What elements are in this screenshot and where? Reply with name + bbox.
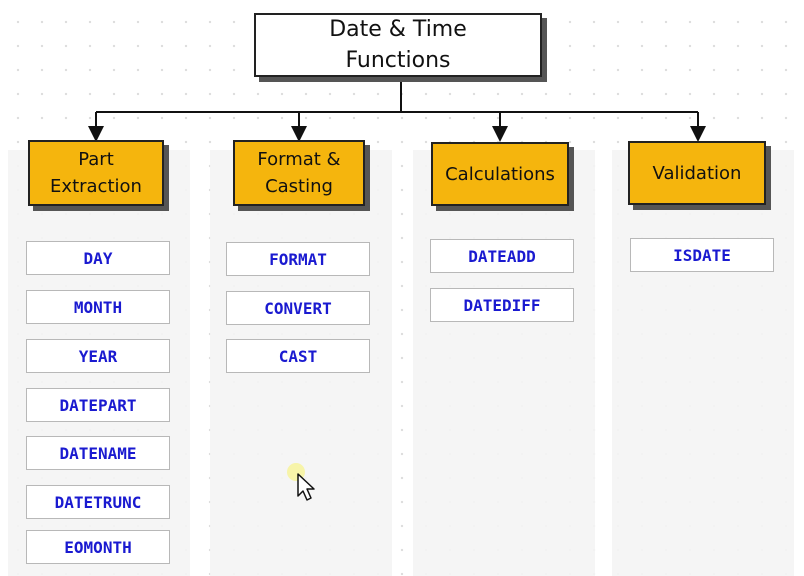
column-background-calculations xyxy=(413,150,595,576)
function-datepart[interactable]: DATEPART xyxy=(26,388,170,422)
function-day[interactable]: DAY xyxy=(26,241,170,275)
function-datediff[interactable]: DATEDIFF xyxy=(430,288,574,322)
function-cast[interactable]: CAST xyxy=(226,339,370,373)
column-background-validation xyxy=(612,150,794,576)
function-year[interactable]: YEAR xyxy=(26,339,170,373)
category-format-casting: Format & Casting xyxy=(233,140,365,206)
category-label-line1: Validation xyxy=(652,162,742,184)
root-title-line1: Date & Time xyxy=(329,17,467,42)
category-validation: Validation xyxy=(628,141,766,205)
function-format[interactable]: FORMAT xyxy=(226,242,370,276)
root-title-line2: Functions xyxy=(345,48,451,73)
function-month[interactable]: MONTH xyxy=(26,290,170,324)
category-label-line2: Casting xyxy=(265,176,333,197)
mouse-pointer-icon xyxy=(287,463,315,501)
function-dateadd[interactable]: DATEADD xyxy=(430,239,574,273)
category-calculations: Calculations xyxy=(431,142,569,206)
category-part-extraction: Part Extraction xyxy=(28,140,164,206)
function-datetrunc[interactable]: DATETRUNC xyxy=(26,485,170,519)
function-convert[interactable]: CONVERT xyxy=(226,291,370,325)
category-label-line2: Extraction xyxy=(50,176,142,197)
category-label-line1: Calculations xyxy=(445,163,555,185)
category-label-line1: Part xyxy=(78,149,114,170)
function-isdate[interactable]: ISDATE xyxy=(630,238,774,272)
root-node-date-time-functions: Date & Time Functions xyxy=(254,13,542,77)
function-datename[interactable]: DATENAME xyxy=(26,436,170,470)
category-label-line1: Format & xyxy=(257,149,341,170)
function-eomonth[interactable]: EOMONTH xyxy=(26,530,170,564)
